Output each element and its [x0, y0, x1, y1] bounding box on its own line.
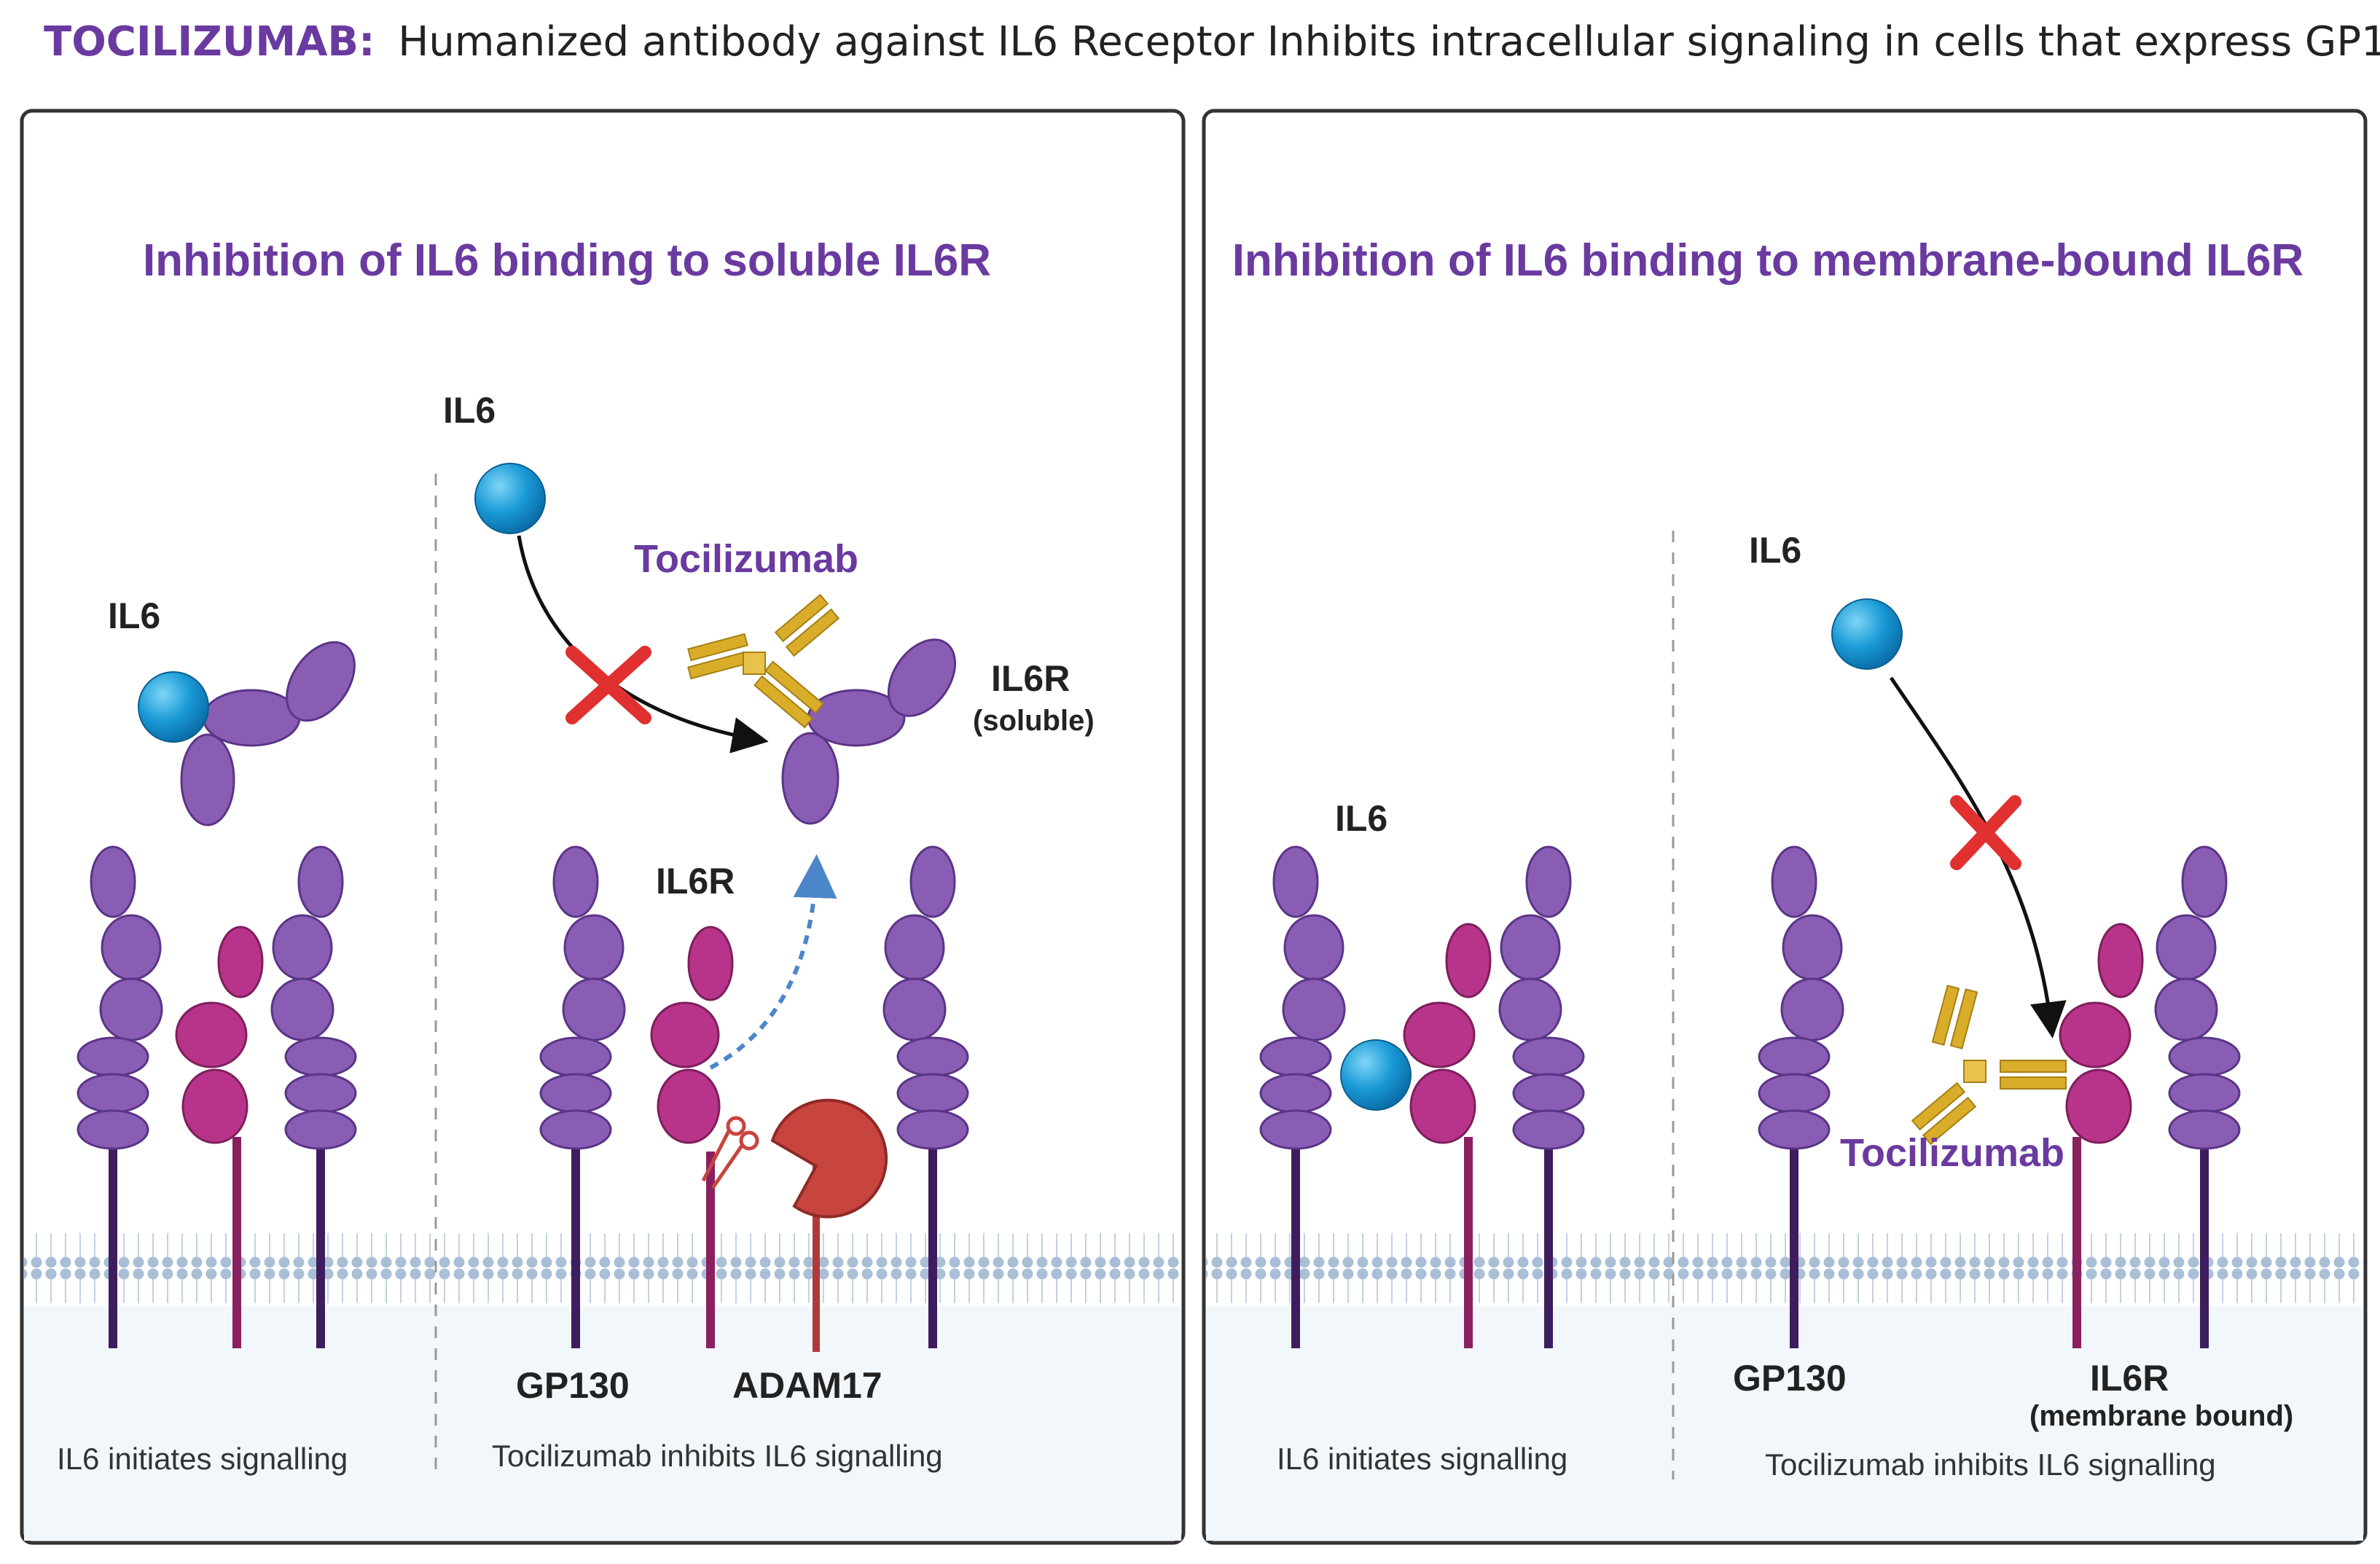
left-inhibition-x-icon: [565, 646, 651, 724]
left-il6-ball: [138, 671, 209, 743]
left-soluble-il6r-note: (soluble): [973, 705, 1095, 737]
left-cell-membrane: [24, 1219, 1181, 1303]
left-gp130-receptor-1: [77, 845, 163, 1348]
left-il6-label-a: IL6: [108, 595, 160, 636]
drug-name-heading: TOCILIZUMAB:: [44, 18, 375, 66]
left-il6r-label: IL6R: [656, 861, 735, 902]
right-il6-label-a: IL6: [1335, 798, 1387, 839]
left-il6-soluble-il6r-complex: [138, 641, 356, 826]
left-cytoplasm: [24, 1306, 1181, 1541]
right-caption-a: IL6 initiates signalling: [1277, 1442, 1567, 1476]
left-il6-label-b: IL6: [443, 390, 496, 431]
right-gp130-label: GP130: [1733, 1358, 1847, 1399]
right-il6r-label: IL6R: [2090, 1358, 2169, 1399]
left-tocilizumab-antibody-icon: [687, 593, 840, 729]
left-il6r-receptor: [175, 926, 264, 1348]
svg-text:TOCILIZUMAB: Humanized ant: TOCILIZUMAB: Humanized antibody against …: [44, 18, 2380, 66]
left-adam17-label: ADAM17: [732, 1365, 882, 1406]
right-panel-title: Inhibition of IL6 binding to membrane-bo…: [1232, 235, 2304, 286]
left-caption-a: IL6 initiates signalling: [57, 1442, 348, 1476]
adam17-protease: [770, 1098, 888, 1352]
left-tocilizumab-label: Tocilizumab: [634, 537, 858, 581]
left-soluble-il6r-label: IL6R: [991, 658, 1070, 699]
right-il6-label-b: IL6: [1749, 530, 1801, 571]
right-cytoplasm: [1206, 1306, 2363, 1541]
left-panel-title: Inhibition of IL6 binding to soluble IL6…: [143, 235, 991, 286]
shedding-arrow: [709, 854, 837, 1070]
right-il6r-note: (membrane bound): [2029, 1400, 2293, 1432]
right-gp130-receptor-4: [2154, 845, 2241, 1348]
right-gp130-receptor-1: [1259, 845, 1346, 1348]
drug-description: Humanized antibody against IL6 Receptor …: [398, 18, 2380, 66]
left-soluble-il6r: [781, 638, 957, 825]
right-tocilizumab-antibody-icon: [1911, 985, 2067, 1146]
scissors-icon: [701, 1116, 759, 1189]
left-gp130-label: GP130: [516, 1365, 630, 1406]
right-il6r-receptor-b: [2059, 923, 2144, 1348]
left-il6-free-ball: [474, 463, 546, 534]
left-caption-b: Tocilizumab inhibits IL6 signalling: [492, 1439, 943, 1473]
left-gp130-receptor-4: [882, 845, 969, 1348]
left-il6r-membrane-cleaved: [650, 926, 734, 1348]
left-gp130-receptor-3: [539, 845, 626, 1348]
right-gp130-receptor-2: [1498, 845, 1585, 1348]
right-il6-bound-ball: [1340, 1039, 1412, 1111]
right-inhibition-x-icon: [1950, 795, 2021, 870]
right-gp130-receptor-3: [1758, 845, 1844, 1348]
right-tocilizumab-label: Tocilizumab: [1840, 1131, 2064, 1175]
right-caption-b: Tocilizumab inhibits IL6 signalling: [1765, 1447, 2216, 1482]
right-il6-free-ball: [1831, 598, 1903, 670]
left-gp130-receptor-2: [270, 845, 357, 1348]
right-cell-membrane: [1206, 1219, 2363, 1303]
left-panel-frame: [20, 109, 1186, 1545]
right-il6r-receptor-a: [1403, 923, 1492, 1348]
